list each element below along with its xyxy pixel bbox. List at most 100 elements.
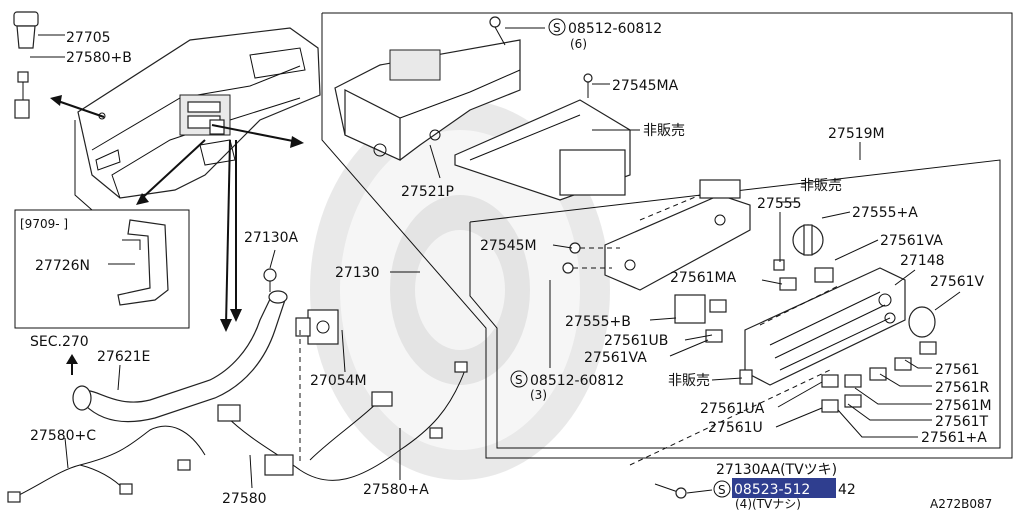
leader-27054m — [341, 329, 346, 373]
leader-27561ma — [761, 279, 783, 285]
part-button-caps — [821, 341, 937, 413]
label-27705: 27705 — [66, 30, 111, 46]
leader-27561u — [775, 407, 823, 428]
dash-3 — [639, 194, 701, 221]
label-08512-top-qty: (6) — [570, 37, 587, 51]
label-27561ma: 27561MA — [670, 270, 737, 286]
leader-27621e — [117, 364, 121, 391]
leader-27561a — [837, 409, 918, 438]
label-27561va-low: 27561VA — [584, 350, 647, 366]
s-mark-top-letter: S — [553, 21, 561, 35]
label-27561ub: 27561UB — [604, 333, 668, 349]
part-27555a-dial — [792, 224, 824, 256]
leader-27580c — [64, 437, 69, 469]
leader-27561v — [934, 291, 961, 311]
arrow-line-4 — [225, 139, 231, 326]
highlight-box — [732, 478, 836, 498]
label-27561v: 27561V — [930, 274, 985, 290]
label-27555b: 27555+B — [565, 314, 631, 330]
s-mark-low — [510, 370, 528, 388]
label-27561m: 27561M — [935, 398, 992, 414]
label-27561va-top: 27561VA — [880, 233, 943, 249]
label-08523-rest: 42 — [838, 482, 856, 498]
leader-27555b — [649, 317, 677, 321]
part-27555b-bracket — [674, 294, 706, 324]
label-ref-code: A272B087 — [930, 497, 992, 511]
leader-27561m — [854, 387, 932, 405]
leader-27580 — [249, 454, 253, 489]
label-27555: 27555 — [757, 196, 802, 212]
label-bracket-date: [9709- ] — [20, 217, 68, 231]
part-pcb-assembly — [604, 179, 751, 291]
label-27555a: 27555+A — [852, 205, 918, 221]
part-27054m-shape — [295, 309, 339, 345]
leader-27561t — [847, 403, 932, 421]
s-mark-low-letter: S — [515, 373, 523, 387]
part-top-screw — [489, 16, 506, 46]
label-08523-highlighted[interactable]: 08523-512 — [734, 482, 810, 498]
watermark-emblem — [310, 100, 610, 480]
leader-27130a — [269, 249, 276, 269]
part-27130a-screw — [263, 268, 277, 292]
label-hihanbai-low: 非販売 — [668, 373, 710, 389]
dash-5 — [629, 369, 831, 466]
arrow-line-1 — [54, 99, 105, 118]
leader-27555a — [821, 211, 851, 219]
label-27130a: 27130A — [244, 230, 299, 246]
label-27130: 27130 — [335, 265, 380, 281]
label-27580b: 27580+B — [66, 50, 132, 66]
part-27545ma-screw — [583, 73, 593, 98]
inner-frame — [469, 159, 1001, 449]
label-27561: 27561 — [935, 362, 980, 378]
part-board-shape — [454, 99, 631, 201]
label-27580: 27580 — [222, 491, 267, 507]
part-27561v-knob — [908, 306, 936, 338]
label-27148: 27148 — [900, 253, 945, 269]
label-27580c: 27580+C — [30, 428, 96, 444]
label-27521p: 27521P — [401, 184, 454, 200]
label-hihanbai-top: 非販売 — [643, 123, 685, 139]
part-27580a-harness — [217, 361, 468, 481]
leader-27561ub — [684, 334, 713, 341]
dashboard-illustration — [74, 27, 321, 211]
s-mark-top — [548, 18, 566, 36]
leader-27561r — [879, 373, 932, 387]
label-27561a: 27561+A — [921, 430, 987, 446]
label-08512-low: 08512-60812 — [530, 373, 624, 389]
label-sec270: SEC.270 — [30, 334, 89, 350]
label-27561u: 27561U — [708, 420, 763, 436]
part-small-connectors — [705, 259, 834, 343]
leader-27561va-low — [669, 339, 709, 357]
part-27705-shape — [13, 11, 39, 49]
leader-hihanbai-low — [711, 377, 743, 381]
arrow-line-2 — [211, 124, 299, 143]
part-27521p-unit — [334, 39, 521, 161]
label-27130aa: 27130AA(TVツキ) — [716, 462, 837, 478]
label-27561t: 27561T — [935, 414, 989, 430]
leader-27148 — [894, 269, 916, 286]
label-08512-low-qty: (3) — [530, 388, 547, 402]
part-27580b-shape — [14, 71, 30, 119]
label-27519m: 27519M — [828, 126, 885, 142]
label-27621e: 27621E — [97, 349, 150, 365]
leader-27561 — [904, 359, 932, 369]
label-27545m: 27545M — [480, 238, 537, 254]
label-27545ma: 27545MA — [612, 78, 679, 94]
dash-4 — [759, 284, 841, 326]
outer-frame — [321, 12, 1013, 459]
arrow-line-3 — [139, 139, 206, 201]
label-27726n: 27726N — [35, 258, 90, 274]
part-27726n-shape — [117, 219, 169, 306]
leader-27561ua — [777, 381, 823, 408]
bracket-box — [14, 209, 190, 329]
part-27621e-duct — [72, 290, 288, 423]
s-mark-bottom-letter: S — [718, 483, 726, 497]
label-27561ua: 27561UA — [700, 401, 765, 417]
label-27580a: 27580+A — [363, 482, 429, 498]
label-08523-qty: (4)(TVナシ) — [735, 497, 801, 511]
leader-27561va-top — [834, 239, 879, 261]
leader-27545m — [552, 244, 573, 249]
label-27561r: 27561R — [935, 380, 990, 396]
label-08512-top: 08512-60812 — [568, 21, 662, 37]
